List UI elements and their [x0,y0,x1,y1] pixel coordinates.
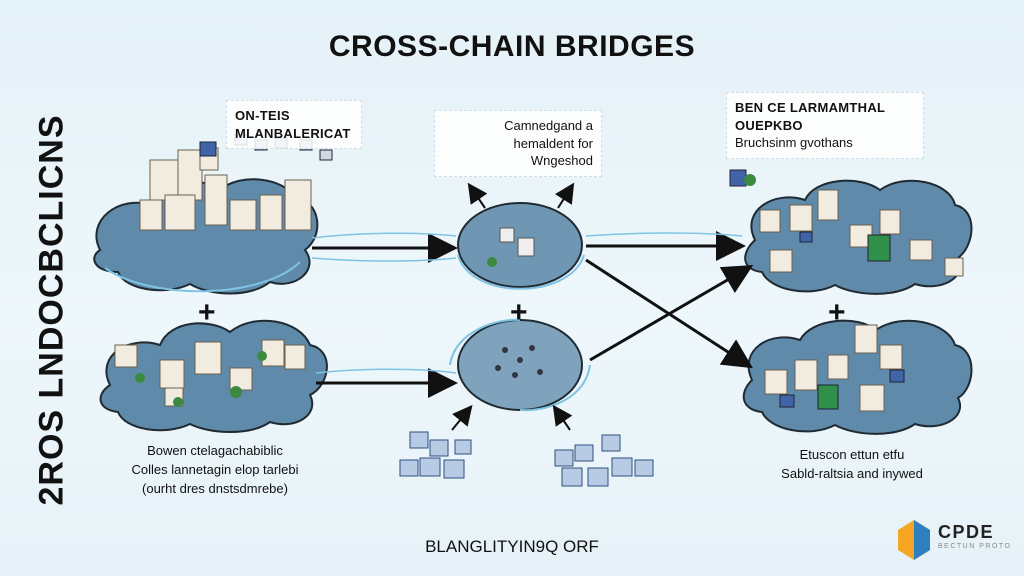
cloud-bottom-right [742,319,973,435]
top-center-label-line1: Camnedgand a [504,118,593,133]
logo: CPDE BECTUN PROTO [938,522,1012,550]
bottom-label: BLANGLITYIN9Q ORF [425,537,599,556]
flow-arrows [312,182,754,431]
top-center-label-line3: Wngeshod [530,153,593,169]
top-center-label: Camnedgand a hemaldent for Wngeshod [434,110,602,177]
arrow-up-to-label-right [554,182,575,209]
logo-subtext: BECTUN PROTO [938,543,1012,550]
server-cluster-bottom-right [764,324,903,412]
trees-bottom-left [135,351,267,407]
top-left-label-line2: MLANBALERICAT [235,125,351,141]
bridge-node-bottom [449,318,591,412]
arrow-bridge-top-to-bottomright [585,258,754,369]
plus-sign-right: + [828,296,846,329]
block-cluster-right [554,434,654,487]
top-right-label: BEN CE LARMAMTHAL OUEPKBO Bruchsinm gvot… [726,92,924,159]
top-center-label-line2: hemaldent for [513,135,594,151]
bottom-left-caption: Bowen ctelagachabiblic Colles lannetagin… [110,442,320,499]
server-cluster-top-right [759,189,964,277]
bottom-right-caption-line1: Etuscon ettun etfu [799,447,905,462]
devices-bottom-right [779,369,905,410]
plus-sign-left: + [198,296,216,329]
bottom-left-caption-line3: (ourht dres dnstsdmrebe) [142,480,288,496]
cloud-bottom-left [99,319,328,433]
logo-text: CPDE [938,522,995,542]
top-right-label-line2: OUEPKBO [735,117,803,133]
bridge-trails [311,232,743,374]
arrow-blocks-right-up [552,404,573,431]
diagram-title: CROSS-CHAIN BRIDGES [328,30,696,63]
top-right-label-line1: BEN CE LARMAMTHAL [735,100,886,115]
devices-top-right [729,169,891,262]
server-cluster-bottom-left [114,339,306,407]
side-label: 2ROS LNDOCBCLICNS [32,114,71,506]
arrow-blocks-left-up [451,404,473,431]
arrow-up-to-label-left [467,182,488,209]
plus-sign-center: + [510,296,528,329]
bottom-left-caption-line2: Colles lannetagin elop tarlebi [131,461,299,477]
bottom-left-caption-line1: Bowen ctelagachabiblic [147,443,283,458]
server-cluster-top-left [139,147,312,231]
bridge-node-top [457,202,585,290]
logo-mark [898,520,930,560]
top-right-label-line3: Bruchsinm gvothans [735,135,853,151]
top-left-label: ON-TEIS MLANBALERICAT [226,100,362,150]
top-left-label-line1: ON-TEIS [235,108,290,123]
block-cluster-left [399,431,472,479]
bottom-right-caption-line2: Sabld-raltsia and inywed [781,465,923,481]
bottom-right-caption: Etuscon ettun etfu Sabld-raltsia and iny… [752,446,952,484]
